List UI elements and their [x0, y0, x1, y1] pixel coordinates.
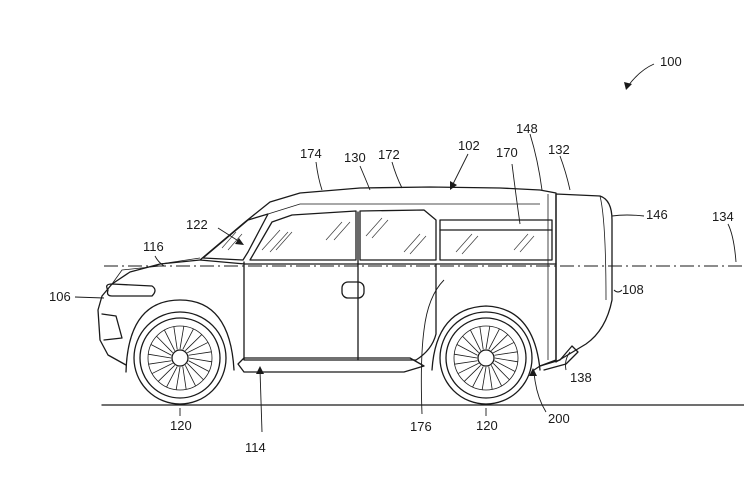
- wheel-spoke: [472, 366, 484, 388]
- wheel-spoke: [462, 335, 480, 353]
- rear-quarter-window: [439, 219, 553, 261]
- front-side-window: [249, 210, 357, 261]
- front-wheel: [133, 311, 227, 405]
- front-bumper-detail: [101, 313, 123, 341]
- side-step: [237, 357, 425, 373]
- wheel-spoke: [184, 365, 196, 387]
- wheel-spoke: [185, 334, 203, 352]
- wheel-spoke: [479, 326, 484, 350]
- hood-crease: [159, 257, 201, 265]
- ref-200: 200: [548, 411, 570, 426]
- wheel-spoke: [188, 360, 210, 372]
- wheel-spoke: [151, 362, 173, 374]
- ref-130: 130: [344, 150, 366, 165]
- ref-114: 114: [245, 440, 266, 455]
- wheel-spoke: [157, 364, 175, 382]
- ref-146: 146: [646, 207, 668, 222]
- ref-176: 176: [410, 419, 432, 434]
- headlamp: [106, 283, 156, 297]
- door-handle: [341, 281, 365, 299]
- ref-120-front: 120: [170, 418, 192, 433]
- wheel-spoke: [491, 334, 509, 352]
- wheel-spoke: [148, 360, 172, 365]
- ref-174: 174: [300, 146, 322, 161]
- wheel-spoke: [488, 328, 500, 350]
- ref-116: 116: [143, 239, 164, 254]
- ref-102: 102: [458, 138, 480, 153]
- wheel-spoke: [166, 366, 178, 388]
- beltline: [199, 259, 557, 265]
- wheel-spoke: [182, 328, 194, 350]
- ref-172: 172: [378, 147, 400, 162]
- ref-120-rear: 120: [476, 418, 498, 433]
- ref-132: 132: [548, 142, 570, 157]
- wheel-spoke: [188, 357, 212, 363]
- front-wheel-arch: [125, 299, 235, 373]
- wheel-spoke: [156, 335, 174, 353]
- rear-bumper: [539, 345, 579, 371]
- wheel-spoke: [470, 329, 482, 351]
- ref-108: 108: [622, 282, 644, 297]
- wheel-spoke: [187, 342, 209, 354]
- rear-door-window: [359, 209, 437, 261]
- ref-100: 100: [660, 54, 682, 69]
- ref-106: 106: [49, 289, 71, 304]
- wheel-spoke: [463, 364, 481, 382]
- wheel-spoke: [494, 357, 518, 363]
- wheel-spoke: [492, 363, 510, 381]
- ref-122: 122: [186, 217, 208, 232]
- wheel-spoke: [179, 326, 185, 350]
- wheel-spoke: [494, 360, 516, 372]
- ref-134: 134: [712, 209, 734, 224]
- wheel-spoke: [456, 344, 478, 356]
- wheel-spoke: [490, 365, 502, 387]
- rear-wheel-arch: [431, 305, 541, 371]
- wheel-spoke: [164, 329, 176, 351]
- rear-wheel: [439, 311, 533, 405]
- vehicle-body-outline: [97, 186, 557, 371]
- wheel-spoke: [182, 366, 187, 390]
- wheel-spoke: [173, 326, 178, 350]
- wheel-spoke: [454, 360, 478, 365]
- rear-cargo-module: [555, 193, 613, 363]
- wheel-spoke: [175, 366, 181, 390]
- wheel-spoke: [494, 351, 518, 356]
- leader-lines: [74, 63, 737, 433]
- wheel-spoke: [148, 353, 172, 359]
- wheel-spoke: [485, 326, 491, 350]
- wheel-spoke: [493, 342, 515, 354]
- ref-170: 170: [496, 145, 518, 160]
- wheel-spoke: [481, 366, 487, 390]
- ref-138: 138: [570, 370, 592, 385]
- wheel-spoke: [488, 366, 493, 390]
- wheel-spoke: [188, 351, 212, 356]
- door-panel: [243, 261, 437, 361]
- ref-148: 148: [516, 121, 538, 136]
- wheel-spoke: [186, 363, 204, 381]
- wheel-spoke: [150, 344, 172, 356]
- roof-rail: [267, 203, 540, 215]
- windshield: [202, 213, 269, 261]
- wheel-spoke: [457, 362, 479, 374]
- wheel-spoke: [454, 353, 478, 359]
- hood-front: [111, 265, 161, 285]
